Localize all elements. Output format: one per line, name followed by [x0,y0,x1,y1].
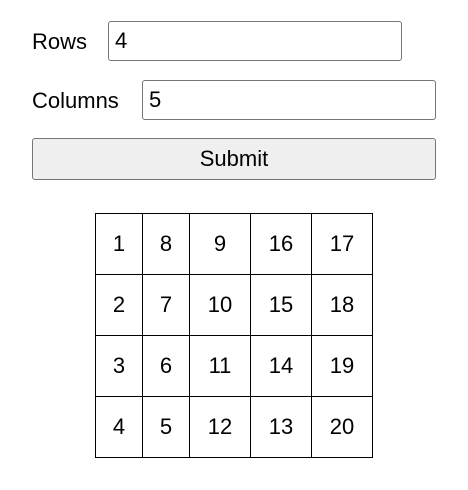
grid-cell: 13 [250,396,312,458]
grid-cell: 2 [95,274,143,336]
grid-cell: 8 [142,213,190,275]
columns-input[interactable] [142,80,436,120]
grid-cell: 20 [311,396,373,458]
grid-cell: 3 [95,335,143,397]
grid-cell: 15 [250,274,312,336]
rows-input[interactable] [108,21,402,61]
grid-cell: 14 [250,335,312,397]
grid-cell: 4 [95,396,143,458]
grid-cell: 6 [142,335,190,397]
table-row: 3 6 11 14 19 [95,335,373,397]
columns-field: Columns [32,80,436,122]
grid-cell: 12 [189,396,251,458]
number-grid-table: 1 8 9 16 17 2 7 10 15 18 3 6 11 14 19 4 … [95,213,373,458]
grid-cell: 16 [250,213,312,275]
grid-cell: 11 [189,335,251,397]
grid-cell: 5 [142,396,190,458]
grid-cell: 7 [142,274,190,336]
submit-button[interactable]: Submit [32,138,436,180]
grid-cell: 10 [189,274,251,336]
columns-label: Columns [32,88,119,113]
rows-field: Rows [32,21,402,63]
grid-cell: 19 [311,335,373,397]
grid-cell: 1 [95,213,143,275]
grid-cell: 18 [311,274,373,336]
grid-cell: 9 [189,213,251,275]
grid-cell: 17 [311,213,373,275]
table-row: 1 8 9 16 17 [95,213,373,275]
table-row: 2 7 10 15 18 [95,274,373,336]
rows-label: Rows [32,29,88,54]
table-row: 4 5 12 13 20 [95,396,373,458]
